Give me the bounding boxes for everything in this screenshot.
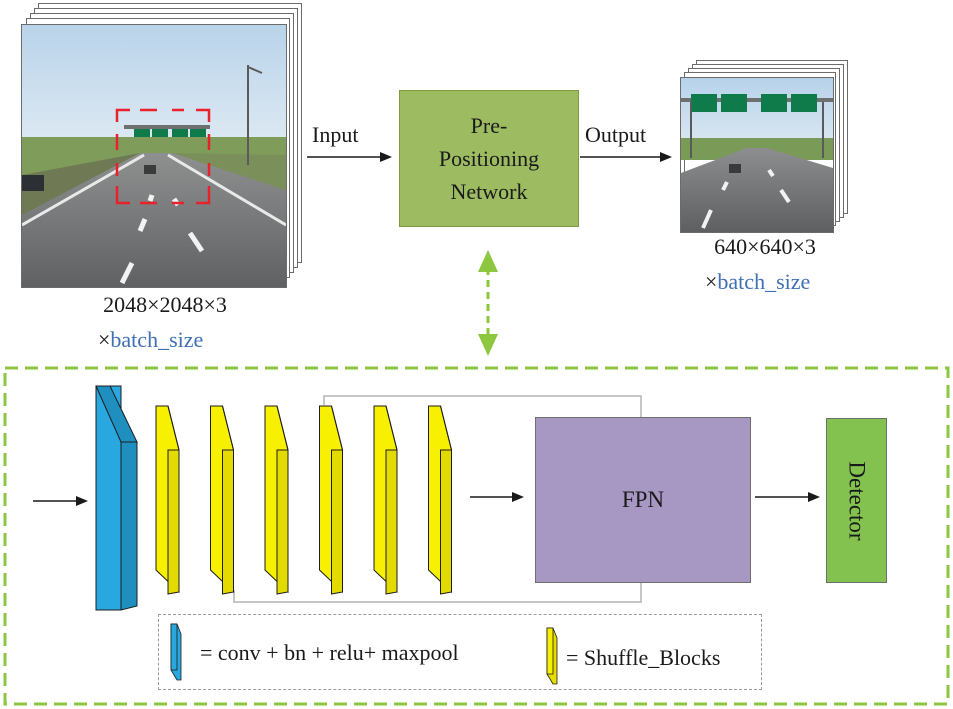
- legend-conv-icon: [170, 623, 182, 681]
- shuffle-block: [373, 405, 398, 595]
- pre-positioning-line2: Positioning: [438, 146, 540, 171]
- batch-multiply-sign: ×: [705, 269, 718, 294]
- detector-label: Detector: [844, 460, 870, 541]
- input-flow-label: Input: [312, 122, 359, 147]
- backbone-input-arrow: [33, 496, 88, 506]
- input-road-image: [21, 24, 287, 288]
- bidirectional-dashed-arrow: [478, 250, 498, 356]
- shuffle-blocks-group: [155, 405, 452, 595]
- fpn-box: FPN: [535, 417, 751, 583]
- fpn-input-arrow: [470, 492, 524, 502]
- shuffle-block: [264, 405, 289, 595]
- output-dimension-label: 640×640×3: [714, 234, 816, 259]
- output-batch-label: ×batch_size: [705, 269, 810, 295]
- shuffle-block: [319, 405, 343, 595]
- pre-positioning-line3: Network: [450, 179, 528, 204]
- fpn-label: FPN: [621, 487, 665, 512]
- input-batch-label: ×batch_size: [98, 327, 203, 353]
- input-dimension-label: 2048×2048×3: [103, 292, 227, 317]
- detector-input-arrow: [755, 492, 820, 502]
- backbone-dashed-frame: [3, 366, 950, 706]
- legend-box: [158, 614, 762, 690]
- batch-size-text: batch_size: [110, 327, 204, 352]
- shuffle-block: [155, 405, 180, 595]
- output-flow-label: Output: [585, 122, 647, 147]
- pre-positioning-line1: Pre-: [470, 113, 508, 138]
- skip-connection-line: [233, 395, 642, 603]
- output-road-image: [680, 77, 834, 233]
- legend-shuffle-label: = Shuffle_Blocks: [566, 645, 721, 670]
- batch-multiply-sign: ×: [98, 327, 111, 352]
- legend-conv-label: = conv + bn + relu+ maxpool: [200, 640, 459, 665]
- shuffle-block: [210, 405, 234, 595]
- shuffle-block: [428, 405, 452, 595]
- legend-shuffle-icon: [546, 627, 558, 685]
- batch-size-text: batch_size: [717, 269, 811, 294]
- conv-block: [95, 385, 138, 611]
- pre-positioning-network-box: Pre- Positioning Network: [399, 90, 579, 227]
- detector-box: Detector: [826, 418, 887, 583]
